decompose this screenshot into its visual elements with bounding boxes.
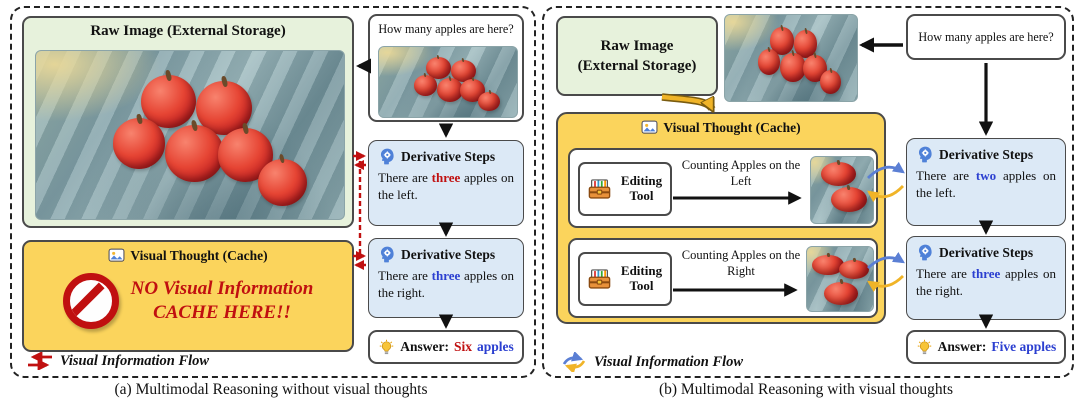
step-text: There are two apples on the left.	[916, 168, 1056, 200]
step-text: There are three apples on the left.	[378, 170, 514, 202]
apple-shape	[758, 49, 781, 76]
brain-gear-icon	[915, 243, 934, 262]
derivative-step-title: Derivative Steps	[907, 139, 1065, 166]
apple-shape	[413, 75, 437, 96]
tool-action-label-2: Counting Apples on the Right	[681, 248, 801, 278]
apple-shape	[780, 52, 806, 83]
visual-thought-title-b: Visual Thought (Cache)	[558, 119, 884, 136]
apple-shape	[820, 162, 856, 187]
highlighted-word: two	[975, 168, 997, 183]
apple-shape	[793, 30, 818, 58]
answer-text-a: Answer:Six apples	[370, 332, 522, 362]
apple-shape	[450, 59, 476, 82]
apple-shape	[838, 259, 870, 279]
brain-gear-icon	[377, 147, 396, 166]
cycle-arrows-icon	[562, 352, 586, 372]
photo-icon	[108, 247, 125, 264]
caption-b: (b) Multimodal Reasoning with visual tho…	[658, 381, 954, 398]
apple-shape	[812, 254, 844, 276]
result-photo-2	[806, 246, 874, 312]
apple-shape	[140, 74, 197, 129]
editing-tool-box-1: Editing Tool	[578, 162, 672, 216]
lightbulb-icon	[916, 339, 933, 356]
derivative-step-title: Derivative Steps	[369, 239, 523, 266]
apple-shape	[769, 27, 794, 55]
derivative-step-box-b2: Derivative Steps There are three apples …	[906, 236, 1066, 320]
toolbox-icon	[586, 266, 613, 293]
answer-box-b: Answer:Five apples	[906, 330, 1066, 364]
apples-photo-question-a	[378, 46, 518, 118]
derivative-step-title: Derivative Steps	[907, 237, 1065, 264]
no-cache-line1: NO Visual Information	[130, 278, 314, 300]
raw-image-title-b-line2: (External Storage)	[577, 58, 697, 74]
photo-icon	[641, 119, 658, 136]
visual-thought-title-a: Visual Thought (Cache)	[24, 247, 352, 264]
lightbulb-icon	[378, 339, 395, 356]
apple-shape	[436, 77, 464, 102]
brain-gear-icon	[915, 145, 934, 164]
step-text: There are three apples on the right.	[378, 268, 514, 300]
derivative-step-box-b1: Derivative Steps There are two apples on…	[906, 138, 1066, 226]
apples-photo-raw-a	[35, 50, 345, 220]
question-text-b: How many apples are here?	[918, 29, 1054, 44]
editing-tool-label-1: Editing Tool	[620, 173, 663, 203]
apple-shape	[113, 118, 166, 169]
apple-shape	[478, 91, 501, 112]
prohibition-icon	[62, 273, 119, 329]
apple-shape	[824, 281, 859, 305]
editing-row-1: Editing Tool Counting Apples on the Left	[568, 148, 878, 228]
answer-box-a: Answer:Six apples	[368, 330, 524, 364]
raw-image-box-b: Raw Image (External Storage)	[556, 16, 718, 96]
answer-text-b: Answer:Five apples	[908, 332, 1064, 362]
apple-shape	[830, 187, 867, 213]
editing-tool-box-2: Editing Tool	[578, 252, 672, 306]
visual-thought-box-a: Visual Thought (Cache) NO Visual Informa…	[22, 240, 354, 352]
raw-image-title-a: Raw Image (External Storage)	[90, 23, 286, 39]
derivative-step-title: Derivative Steps	[369, 141, 523, 168]
apple-shape	[820, 70, 842, 95]
step-text: There are three apples on the right.	[916, 266, 1056, 298]
apple-shape	[257, 158, 308, 206]
question-box-b: How many apples are here?	[906, 14, 1066, 60]
no-cache-warning: NO Visual Information CACHE HERE!!	[24, 273, 352, 329]
flow-legend-b: Visual Information Flow	[560, 352, 743, 372]
brain-gear-icon	[377, 245, 396, 264]
flow-legend-a: Visual Information Flow	[26, 352, 209, 370]
apple-shape	[425, 56, 451, 80]
raw-image-box-a: Raw Image (External Storage)	[22, 16, 354, 228]
question-text-a: How many apples are here?	[378, 22, 514, 36]
highlighted-word: three	[431, 268, 461, 283]
question-box-a: How many apples are here?	[368, 14, 524, 122]
editing-tool-label-2: Editing Tool	[620, 263, 663, 293]
derivative-step-box-a1: Derivative Steps There are three apples …	[368, 140, 524, 226]
highlighted-word: three	[431, 170, 461, 185]
raw-image-title-b-line1: Raw Image	[600, 37, 674, 54]
red-double-arrow-icon	[28, 352, 52, 370]
result-photo-1	[810, 156, 874, 224]
visual-thought-box-b: Visual Thought (Cache) Editing Tool Coun…	[556, 112, 886, 324]
apple-shape	[165, 124, 224, 183]
caption-a: (a) Multimodal Reasoning without visual …	[114, 381, 428, 398]
no-cache-line2: CACHE HERE!!	[153, 302, 291, 323]
tool-action-label-1: Counting Apples on the Left	[681, 158, 801, 188]
apples-photo-raw-b	[724, 14, 858, 102]
derivative-step-box-a2: Derivative Steps There are three apples …	[368, 238, 524, 318]
toolbox-icon	[586, 176, 613, 203]
highlighted-word: three	[971, 266, 1001, 281]
editing-row-2: Editing Tool Counting Apples on the Righ…	[568, 238, 878, 318]
